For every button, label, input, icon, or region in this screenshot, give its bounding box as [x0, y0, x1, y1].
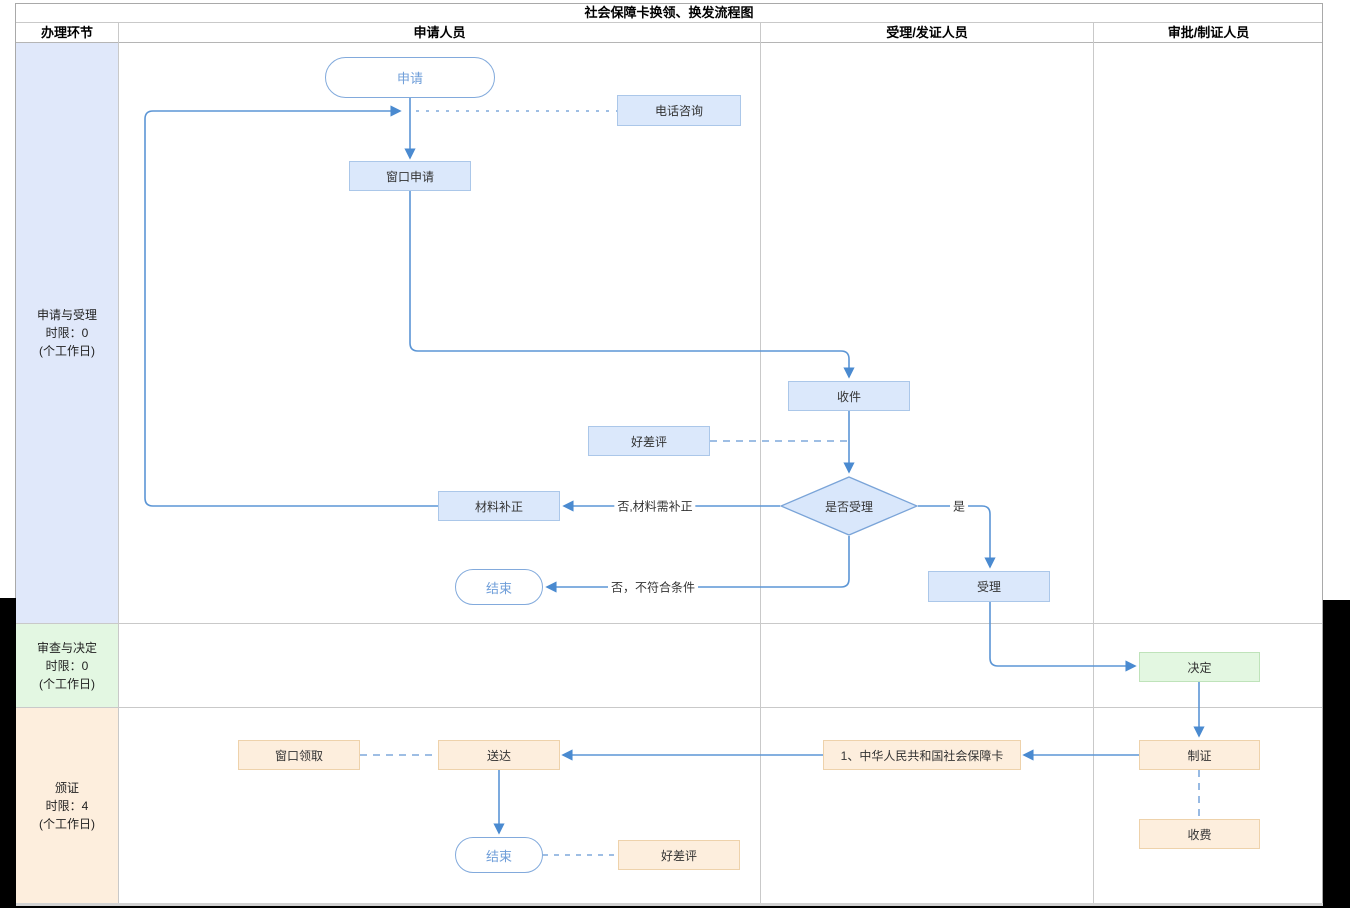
header-row-divider	[16, 42, 1322, 43]
node-accept-check: 是否受理	[780, 476, 918, 536]
edge-material-fix-feedback	[144, 105, 438, 507]
node-receive-doc: 收件	[788, 381, 910, 411]
lane3-unit: (个工作日)	[39, 816, 95, 831]
node-accept-check-label: 是否受理	[824, 499, 873, 514]
right-black-bar	[1323, 600, 1350, 908]
lane1-divider	[16, 623, 1322, 624]
lane2-time-limit: 时限：0	[45, 658, 89, 673]
column-header-approver-cardmaker: 审批/制证人员	[1167, 25, 1250, 40]
node-window-pickup: 窗口领取	[238, 740, 360, 770]
node-window-apply: 窗口申请	[349, 161, 471, 191]
lane1-name: 申请与受理	[36, 308, 97, 322]
node-rating-2: 好差评	[618, 840, 740, 870]
column-header-process-step: 办理环节	[40, 25, 93, 40]
diagram-title: 社会保障卡换领、换发流程图	[584, 5, 754, 20]
lane1-time-limit: 时限：0	[45, 326, 89, 340]
node-make-card: 制证	[1139, 740, 1260, 770]
node-accept: 受理	[928, 571, 1050, 602]
column-header-acceptor-issuer: 受理/发证人员	[886, 25, 968, 40]
edge-window-apply-to-receive	[409, 191, 855, 379]
lane1-unit: (个工作日)	[39, 344, 95, 358]
lane-label-certificate-issue: 颁证 时限：4 (个工作日)	[16, 708, 118, 903]
column-divider-3	[1093, 22, 1094, 903]
node-end-1: 结束	[455, 569, 543, 605]
node-material-fix: 材料补正	[438, 491, 560, 521]
lane3-time-limit: 时限：4	[45, 798, 89, 813]
column-header-applicant: 申请人员	[413, 25, 466, 40]
node-end-2: 结束	[455, 837, 543, 873]
lane2-divider	[16, 707, 1322, 708]
column-divider-2	[760, 22, 761, 903]
diamond-shape	[780, 476, 918, 536]
bottom-black-bar	[0, 906, 1350, 908]
horizontal-scrollbar[interactable]	[16, 903, 1323, 906]
node-rating-1: 好差评	[588, 426, 710, 456]
edge-label-no-material-fix: 否,材料需补正	[614, 497, 696, 515]
node-deliver: 送达	[438, 740, 560, 770]
node-phone-consult: 电话咨询	[617, 95, 741, 126]
lane2-name: 审查与决定	[36, 640, 97, 655]
title-row-divider	[16, 22, 1322, 23]
node-apply-start: 申请	[325, 57, 495, 98]
edge-decision-to-end1	[545, 536, 850, 593]
lane2-unit: (个工作日)	[39, 676, 95, 691]
lane-label-application-acceptance: 申请与受理 时限：0 (个工作日)	[16, 43, 118, 623]
lane-label-review-decision: 审查与决定 时限：0 (个工作日)	[16, 624, 118, 707]
edge-accept-to-decide	[989, 602, 1137, 672]
node-fee: 收费	[1139, 819, 1260, 849]
node-card-item: 1、中华人民共和国社会保障卡	[823, 740, 1021, 770]
edge-label-yes: 是	[949, 497, 969, 515]
column-divider-1	[118, 22, 119, 903]
left-black-bar	[0, 598, 16, 908]
lane3-name: 颁证	[54, 780, 79, 795]
node-decide: 决定	[1139, 652, 1260, 682]
edge-decision-to-accept	[918, 505, 996, 569]
edge-label-no-not-qualified: 否，不符合条件	[607, 578, 699, 596]
